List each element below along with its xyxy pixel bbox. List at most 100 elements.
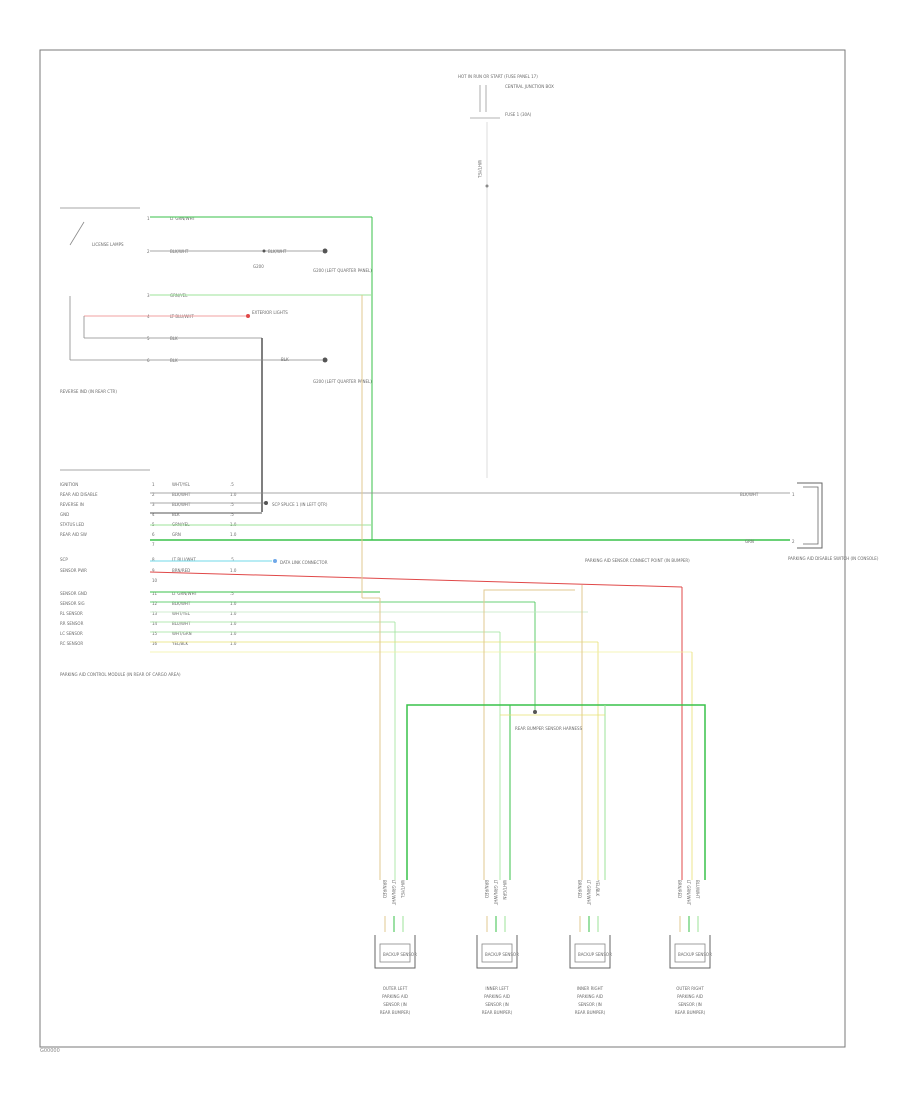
diagram-frame (39, 49, 846, 1048)
module-pin-number: 2 (152, 492, 155, 497)
module-pin-gauge: .5 (230, 591, 234, 596)
sensor-box-label: BACKUP SENSOR (383, 952, 417, 957)
sensor-box-label: BACKUP SENSOR (578, 952, 612, 957)
module-pin-number: 10 (152, 578, 158, 583)
module-pin-label: RC SENSOR (60, 641, 83, 646)
module-pin-label: REAR AID SW (60, 532, 87, 537)
splice-1-label: SCP SPLICE 1 (IN LEFT QTR) (272, 502, 328, 507)
top-fuse-label: FUSE 1 (30A) (505, 112, 532, 117)
module-pin-number: 12 (152, 601, 158, 606)
module-pin-gauge: .5 (230, 482, 234, 487)
sensor-name: SENSOR (IN (485, 1002, 509, 1007)
ground-1-label: G200 (LEFT QUARTER PANEL) (313, 268, 372, 273)
module-pin-label: SENSOR SIG (60, 601, 85, 606)
license-lamps-label: LICENSE LAMPS (92, 242, 124, 247)
sensor-wire-label: BRN/RED (484, 880, 489, 898)
module-pin-wire: WHT/YEL (172, 482, 191, 487)
svg-text:5: 5 (147, 336, 150, 341)
module-pin-number: 8 (152, 557, 155, 562)
module-pin-wire: WHT/GRN (172, 631, 192, 636)
top-feed: HOT IN RUN OR START (FUSE PANEL 17) CENT… (458, 74, 554, 478)
module-pin-gauge: .5 (230, 512, 234, 517)
module-pin-number: 15 (152, 631, 158, 636)
module-pin-wire: BLK/WHT (172, 502, 191, 507)
module-pin-number: 13 (152, 611, 158, 616)
sensor-name: INNER LEFT (485, 986, 509, 991)
module-pin-wire: BLK (172, 512, 180, 517)
sw-row-2-wire: BLK/WHT (170, 249, 189, 254)
sensor-name: PARKING AID (382, 994, 408, 999)
module-runs: SCP SPLICE 1 (IN LEFT QTR) DATA LINK CON… (149, 295, 790, 880)
right-connector-name: PARKING AID DISABLE SWITCH (IN CONSOLE) (788, 556, 879, 561)
module-pin-gauge: 1.0 (230, 532, 237, 537)
sensor-box (574, 943, 606, 963)
sensor-name: INNER RIGHT (577, 986, 604, 991)
sw-row-5-wire: BLK (170, 336, 178, 341)
sensor-connector (374, 935, 416, 969)
module-pin-number: 9 (152, 568, 155, 573)
module-pin-wire: BLK/WHT (172, 492, 191, 497)
module-pin-wire: YEL/BLK (171, 641, 189, 646)
sensor-name: OUTER RIGHT (676, 986, 704, 991)
sensor-name: SENSOR (IN (578, 1002, 602, 1007)
sw-row-1-wire: LT GRN/WHT (170, 216, 196, 221)
splice-2-label: DATA LINK CONNECTOR (280, 560, 328, 565)
module-pin-gauge: 1.0 (230, 492, 237, 497)
sensor-name: PARKING AID (484, 994, 510, 999)
module-pin-gauge: .5 (230, 557, 234, 562)
top-feed-label: HOT IN RUN OR START (FUSE PANEL 17) (458, 74, 538, 79)
sensor-box (481, 943, 513, 963)
sensor-wire-label: WHT/YEL (400, 880, 405, 899)
top-feed-wire: WHT/YEL (477, 160, 482, 179)
module-pin-label: SENSOR PWR (60, 568, 87, 573)
module-name: PARKING AID CONTROL MODULE (IN REAR OF C… (60, 672, 181, 677)
module-pin-wire: LT GRN/WHT (172, 591, 198, 596)
rear-splice-label: REAR BUMPER SENSOR HARNESS (515, 726, 583, 731)
svg-text:6: 6 (147, 358, 150, 363)
sensor-name: REAR BUMPER) (575, 1010, 606, 1015)
sensors: BRN/RED LT GRN/WHT WHT/YEL BACKUP SENSOR OUT… (374, 879, 712, 1015)
sensor-name: REAR BUMPER) (380, 1010, 411, 1015)
sensor-box (379, 943, 411, 963)
module-pin-wire: BLK/WHT (172, 601, 191, 606)
module-pin-number: 1 (152, 482, 155, 487)
sensor-name: REAR BUMPER) (675, 1010, 706, 1015)
right-wire-2: GRN (745, 539, 754, 544)
module-pin-number: 16 (152, 641, 158, 646)
module-pin-label: SCP (60, 557, 68, 562)
svg-text:2: 2 (147, 249, 150, 254)
module-pin-gauge: 1.0 (230, 641, 237, 646)
sensor-wire-label: LT GRN/WHT (586, 880, 591, 906)
module-pin-label: STATUS LED (60, 522, 84, 527)
module-pin-wire: WHT/YEL (172, 611, 191, 616)
sw-row-2-fuse: G200 (253, 264, 264, 269)
module-pin-label: GND (60, 512, 69, 517)
module-pin-gauge: 1.0 (230, 621, 237, 626)
module-pin-gauge: 1.0 (230, 568, 237, 573)
module-pin-wire: LT BLU/WHT (172, 557, 196, 562)
sensor-wire-label: LT GRN/WHT (391, 880, 396, 906)
sensor-wire-label: BLU/WHT (695, 880, 700, 899)
module-pin-label: RL SENSOR (60, 611, 83, 616)
module-pin-label: LC SENSOR (60, 631, 83, 636)
sw-row-2-to: BLK/WHT (268, 249, 287, 254)
sensor-box (674, 943, 706, 963)
switch-block-name: REVERSE IND (IN REAR CTR) (60, 389, 117, 394)
module-pin-number: 4 (152, 512, 155, 517)
module-pin-gauge: 1.0 (230, 611, 237, 616)
module-pin-label: REAR AID DISABLE (60, 492, 98, 497)
sensor-wire-label: BRN/RED (577, 880, 582, 898)
sensor-name: SENSOR (IN (678, 1002, 702, 1007)
module-pin-number: 6 (152, 532, 155, 537)
sensor-name: SENSOR (IN (383, 1002, 407, 1007)
sensor-box-label: BACKUP SENSOR (485, 952, 519, 957)
sensor-connector (669, 935, 711, 969)
module-pin-label: REVERSE IN (60, 502, 84, 507)
sensor-power-splice-label: PARKING AID SENSOR CONNECT POINT (IN BUM… (585, 558, 690, 563)
